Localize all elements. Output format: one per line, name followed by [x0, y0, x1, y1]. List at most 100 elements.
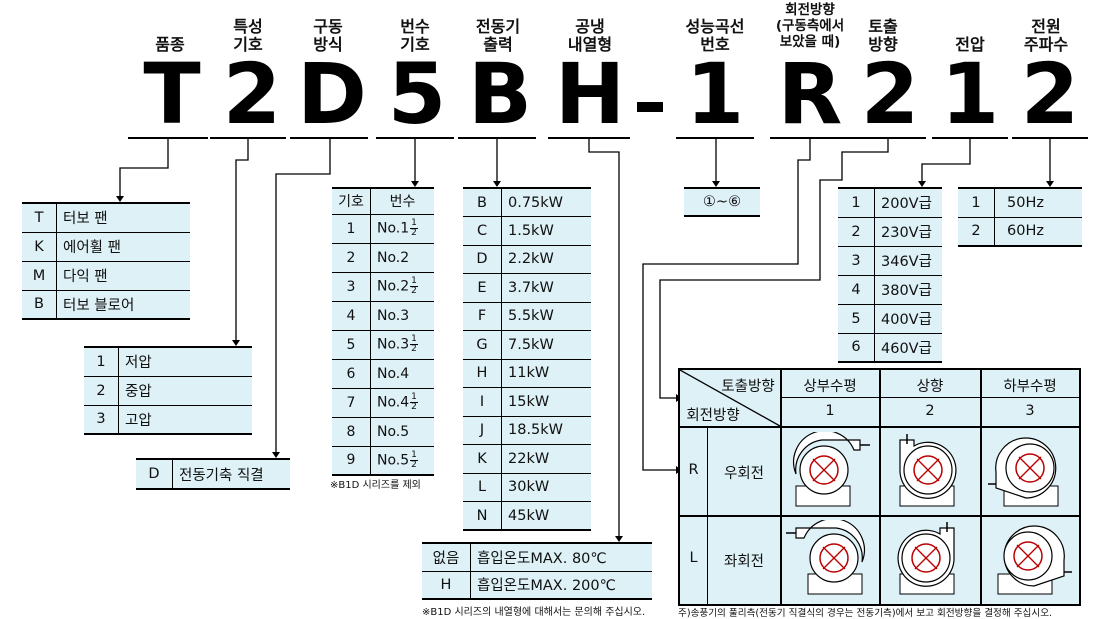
variety-key: K — [22, 232, 57, 262]
underline-characteristic — [210, 137, 286, 139]
underline-discharge — [850, 137, 926, 139]
corner-rotation-label: 회전방향 — [686, 408, 740, 424]
voltage-value: 346V급 — [874, 246, 942, 276]
underline-size — [376, 137, 454, 139]
header-heat: 공냉 내열형 — [567, 17, 613, 54]
code-char-heat: H — [554, 45, 625, 143]
pressure-value: 중압 — [118, 376, 252, 406]
header-voltage: 전압 — [955, 35, 985, 54]
variety-key: T — [22, 202, 57, 233]
direction-grid: 토출방향 회전방향 상부수평 상향 하부수평 1 2 3 R 우회전 L 좌회전 — [678, 368, 1081, 606]
pressure-key: 1 — [84, 346, 119, 377]
voltage-value: 230V급 — [874, 217, 942, 247]
size-key: 4 — [332, 301, 371, 331]
motor-value: 1.5kW — [501, 216, 591, 246]
motor-value: 22kW — [501, 444, 591, 474]
row-code: R — [688, 462, 699, 478]
column-name: 상향 — [916, 379, 944, 395]
motor-key: L — [463, 473, 502, 502]
size-value-text: No.2 — [377, 249, 410, 266]
motor-key: F — [463, 302, 502, 331]
pressure-value: 고압 — [118, 405, 252, 435]
fan-left-up-icon — [897, 522, 955, 595]
fan-left-horizontal-icon — [786, 520, 865, 595]
pressure-key: 3 — [84, 405, 119, 435]
heat-value: 흡입온도MAX. 200℃ — [470, 571, 652, 600]
voltage-key: 1 — [838, 187, 875, 218]
header-size: 번수 기호 — [400, 17, 430, 54]
voltage-key: 4 — [838, 275, 875, 305]
drive-key: D — [136, 458, 173, 490]
voltage-value: 400V급 — [874, 304, 942, 334]
motor-key: D — [463, 245, 502, 274]
size-value-text: No.2 — [377, 278, 410, 295]
motor-value: 30kW — [501, 473, 591, 502]
frequency-key: 1 — [958, 187, 995, 218]
motor-key: K — [463, 444, 502, 474]
variety-key: B — [22, 290, 57, 320]
column-code: 1 — [825, 403, 835, 419]
frequency-value: 60Hz — [994, 217, 1082, 247]
underline-drive — [290, 137, 368, 139]
curve-range: ①~⑥ — [684, 187, 760, 217]
column-code: 3 — [1025, 403, 1035, 419]
underline-motor — [458, 137, 536, 139]
code-char-voltage: 1 — [940, 45, 999, 143]
grid-line — [780, 370, 782, 604]
variety-value: 다익 팬 — [56, 261, 190, 291]
heat-note: ※B1D 시리즈의 내열형에 대해서는 문의해 주십시오. — [422, 607, 646, 618]
size-value: No.4 — [370, 359, 434, 389]
variety-key: M — [22, 261, 57, 291]
column-name: 상부수평 — [803, 379, 857, 395]
code-char-variety: T — [143, 45, 200, 143]
size-note: ※B1D 시리즈를 제외 — [330, 480, 421, 491]
corner-diagonal — [680, 370, 780, 427]
column-name: 하부수평 — [1003, 379, 1057, 395]
variety-value: 터보 팬 — [56, 202, 190, 233]
motor-value: 18.5kW — [501, 416, 591, 445]
curve-table: ①~⑥ — [684, 187, 760, 217]
motor-key: I — [463, 387, 502, 417]
size-key: 2 — [332, 243, 371, 273]
motor-key: E — [463, 273, 502, 303]
size-value-text: No.5 — [377, 423, 410, 440]
variety-value: 에어휠 팬 — [56, 232, 190, 262]
motor-value: 5.5kW — [501, 302, 591, 331]
code-char-size: 5 — [387, 45, 446, 143]
direction-note: 주)송풍기의 풀리측(전동기 직결식의 경우는 전동기측)에서 보고 회전방향을… — [678, 608, 1053, 619]
voltage-key: 3 — [838, 246, 875, 276]
motor-value: 45kW — [501, 501, 591, 531]
voltage-key: 6 — [838, 333, 875, 363]
pressure-value: 저압 — [118, 346, 252, 377]
grid-line — [980, 370, 982, 604]
motor-key: J — [463, 416, 502, 445]
voltage-key: 5 — [838, 304, 875, 334]
header-motor: 전동기 출력 — [475, 17, 521, 54]
grid-line — [879, 370, 881, 604]
corner-discharge-label: 토출방향 — [721, 379, 775, 395]
underline-rotation — [770, 137, 850, 139]
size-value-text: No.4 — [377, 365, 410, 382]
header-rotation: 회전방향 (구동측에서 보았을 때) — [775, 2, 845, 50]
motor-value: 0.75kW — [501, 187, 591, 217]
voltage-value: 200V급 — [874, 187, 942, 218]
heat-value: 흡입온도MAX. 80℃ — [470, 542, 652, 572]
code-hyphen-bar — [637, 102, 663, 112]
underline-voltage — [932, 137, 1008, 139]
size-key: 9 — [332, 446, 371, 476]
fan-right-horizontal-icon — [793, 432, 870, 507]
underline-variety — [128, 137, 208, 139]
